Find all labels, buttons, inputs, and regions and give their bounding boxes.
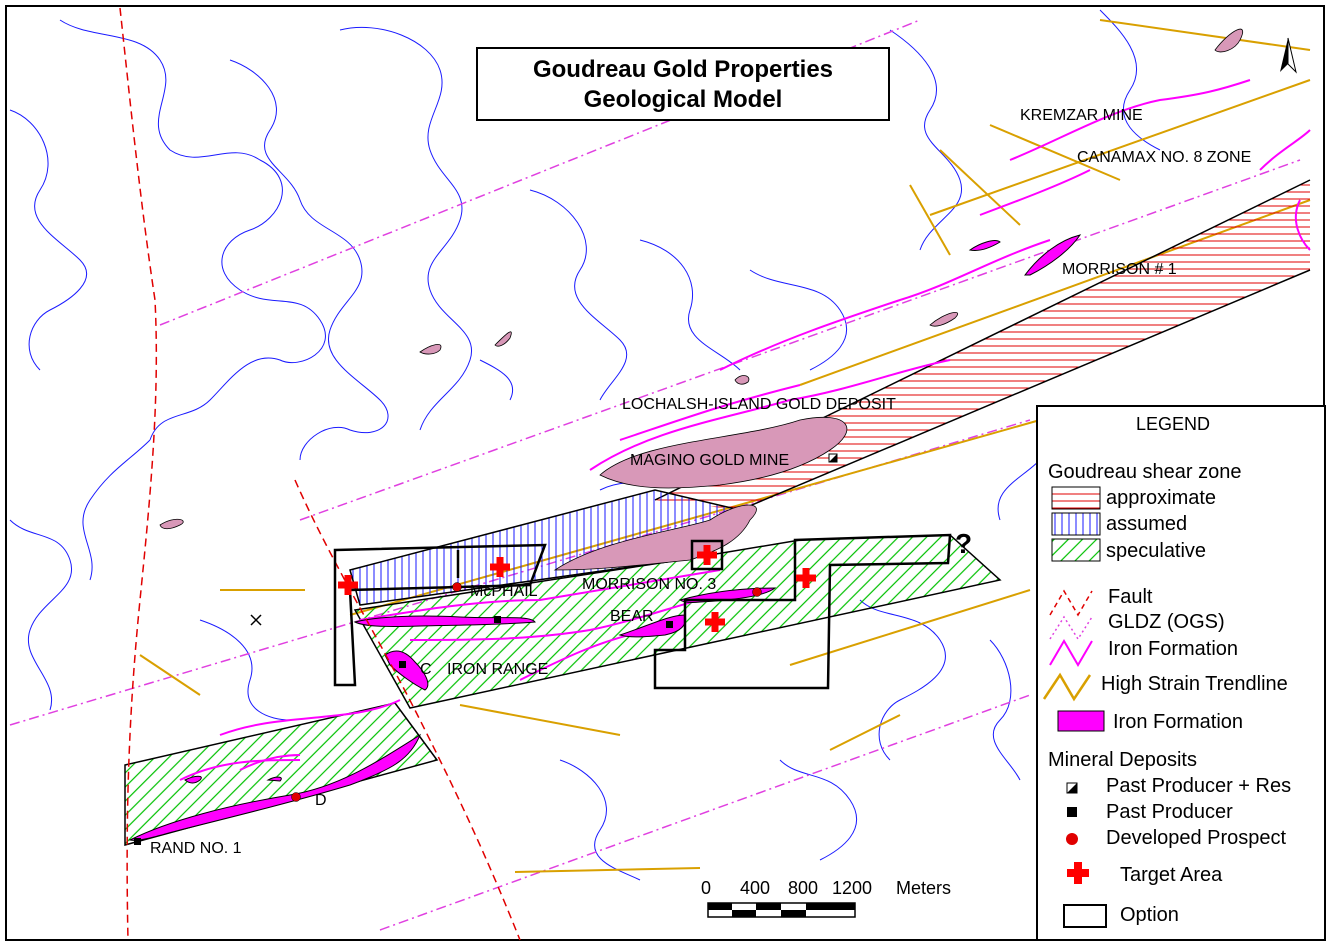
scale-tick-0: 0 — [701, 878, 712, 898]
legend-assumed: assumed — [1106, 513, 1188, 535]
legend-past-producer: Past Producer — [1106, 801, 1233, 823]
mineral-deposit-symbols — [134, 453, 838, 845]
target-areas — [338, 545, 816, 632]
legend-speculative: speculative — [1106, 540, 1207, 562]
north-arrow-icon — [1280, 37, 1297, 74]
label-question-mark: ? — [955, 528, 973, 559]
swatch-approximate — [1051, 486, 1101, 510]
legend-swatches — [1042, 486, 1107, 928]
label-mcphail: McPHAIL — [470, 583, 538, 600]
label-kremzar-mine: KREMZAR MINE — [1020, 107, 1143, 124]
label-bear: BEAR — [610, 608, 654, 625]
map-title-box: Goudreau Gold Properties Geological Mode… — [476, 47, 890, 121]
label-canamax: CANAMAX NO. 8 ZONE — [1077, 149, 1252, 166]
legend-approximate: approximate — [1106, 487, 1217, 509]
map-title: Goudreau Gold Properties — [532, 56, 834, 83]
legend-iron-formation-line: Iron Formation — [1108, 638, 1239, 660]
swatch-speculative — [1051, 538, 1101, 562]
swatch-assumed — [1051, 512, 1101, 536]
swatch-high-strain — [1042, 672, 1092, 702]
label-rand-1: RAND NO. 1 — [150, 840, 242, 857]
label-d-marker: D — [315, 792, 327, 809]
legend-title: LEGEND — [1136, 414, 1211, 434]
legend-option: Option — [1120, 904, 1179, 926]
scale-tick-800: 800 — [788, 878, 819, 898]
legend-fault: Fault — [1108, 586, 1153, 608]
fault-lines — [119, 7, 521, 941]
legend-mineral-heading: Mineral Deposits — [1048, 749, 1197, 771]
legend-target-area: Target Area — [1120, 864, 1223, 886]
swatch-target-area — [1067, 862, 1089, 884]
swatch-developed-prospect — [1066, 833, 1078, 845]
swatch-past-producer-res — [1066, 782, 1078, 794]
scale-bar — [707, 902, 856, 918]
legend-shear-heading: Goudreau shear zone — [1048, 461, 1242, 483]
scale-tick-1200: 1200 — [832, 878, 873, 898]
swatch-fault — [1049, 589, 1093, 617]
swatch-iron-formation-line — [1049, 639, 1093, 667]
legend-panel: LEGEND Goudreau shear zone approximate a… — [1036, 405, 1326, 941]
label-morrison-1: MORRISON # 1 — [1062, 261, 1177, 278]
label-magino: MAGINO GOLD MINE — [630, 452, 790, 469]
swatch-iron-formation-area — [1057, 710, 1105, 732]
crossed-hammers-icon — [250, 614, 262, 626]
label-lochalsh: LOCHALSH-ISLAND GOLD DEPOSIT — [622, 396, 896, 413]
shear-zone-speculative-west — [124, 702, 439, 846]
swatch-gldz — [1049, 615, 1093, 641]
label-c-marker: C — [420, 661, 432, 678]
legend-past-producer-res: Past Producer + Res — [1106, 775, 1292, 797]
swatch-past-producer — [1067, 807, 1077, 817]
map-subtitle: Geological Model — [583, 86, 783, 113]
legend-gldz: GLDZ (OGS) — [1108, 611, 1225, 633]
swatch-option — [1063, 904, 1107, 928]
iron-formation-areas — [128, 234, 1082, 841]
water-bodies — [9, 9, 1161, 881]
scale-tick-400: 400 — [740, 878, 771, 898]
label-morrison-3: MORRISON NO. 3 — [582, 576, 717, 593]
legend-iron-formation-area: Iron Formation — [1113, 711, 1244, 733]
scale-unit: Meters — [896, 878, 952, 898]
legend-high-strain: High Strain Trendline — [1101, 673, 1288, 695]
legend-developed-prospect: Developed Prospect — [1106, 827, 1287, 849]
label-iron-range: IRON RANGE — [447, 661, 549, 678]
